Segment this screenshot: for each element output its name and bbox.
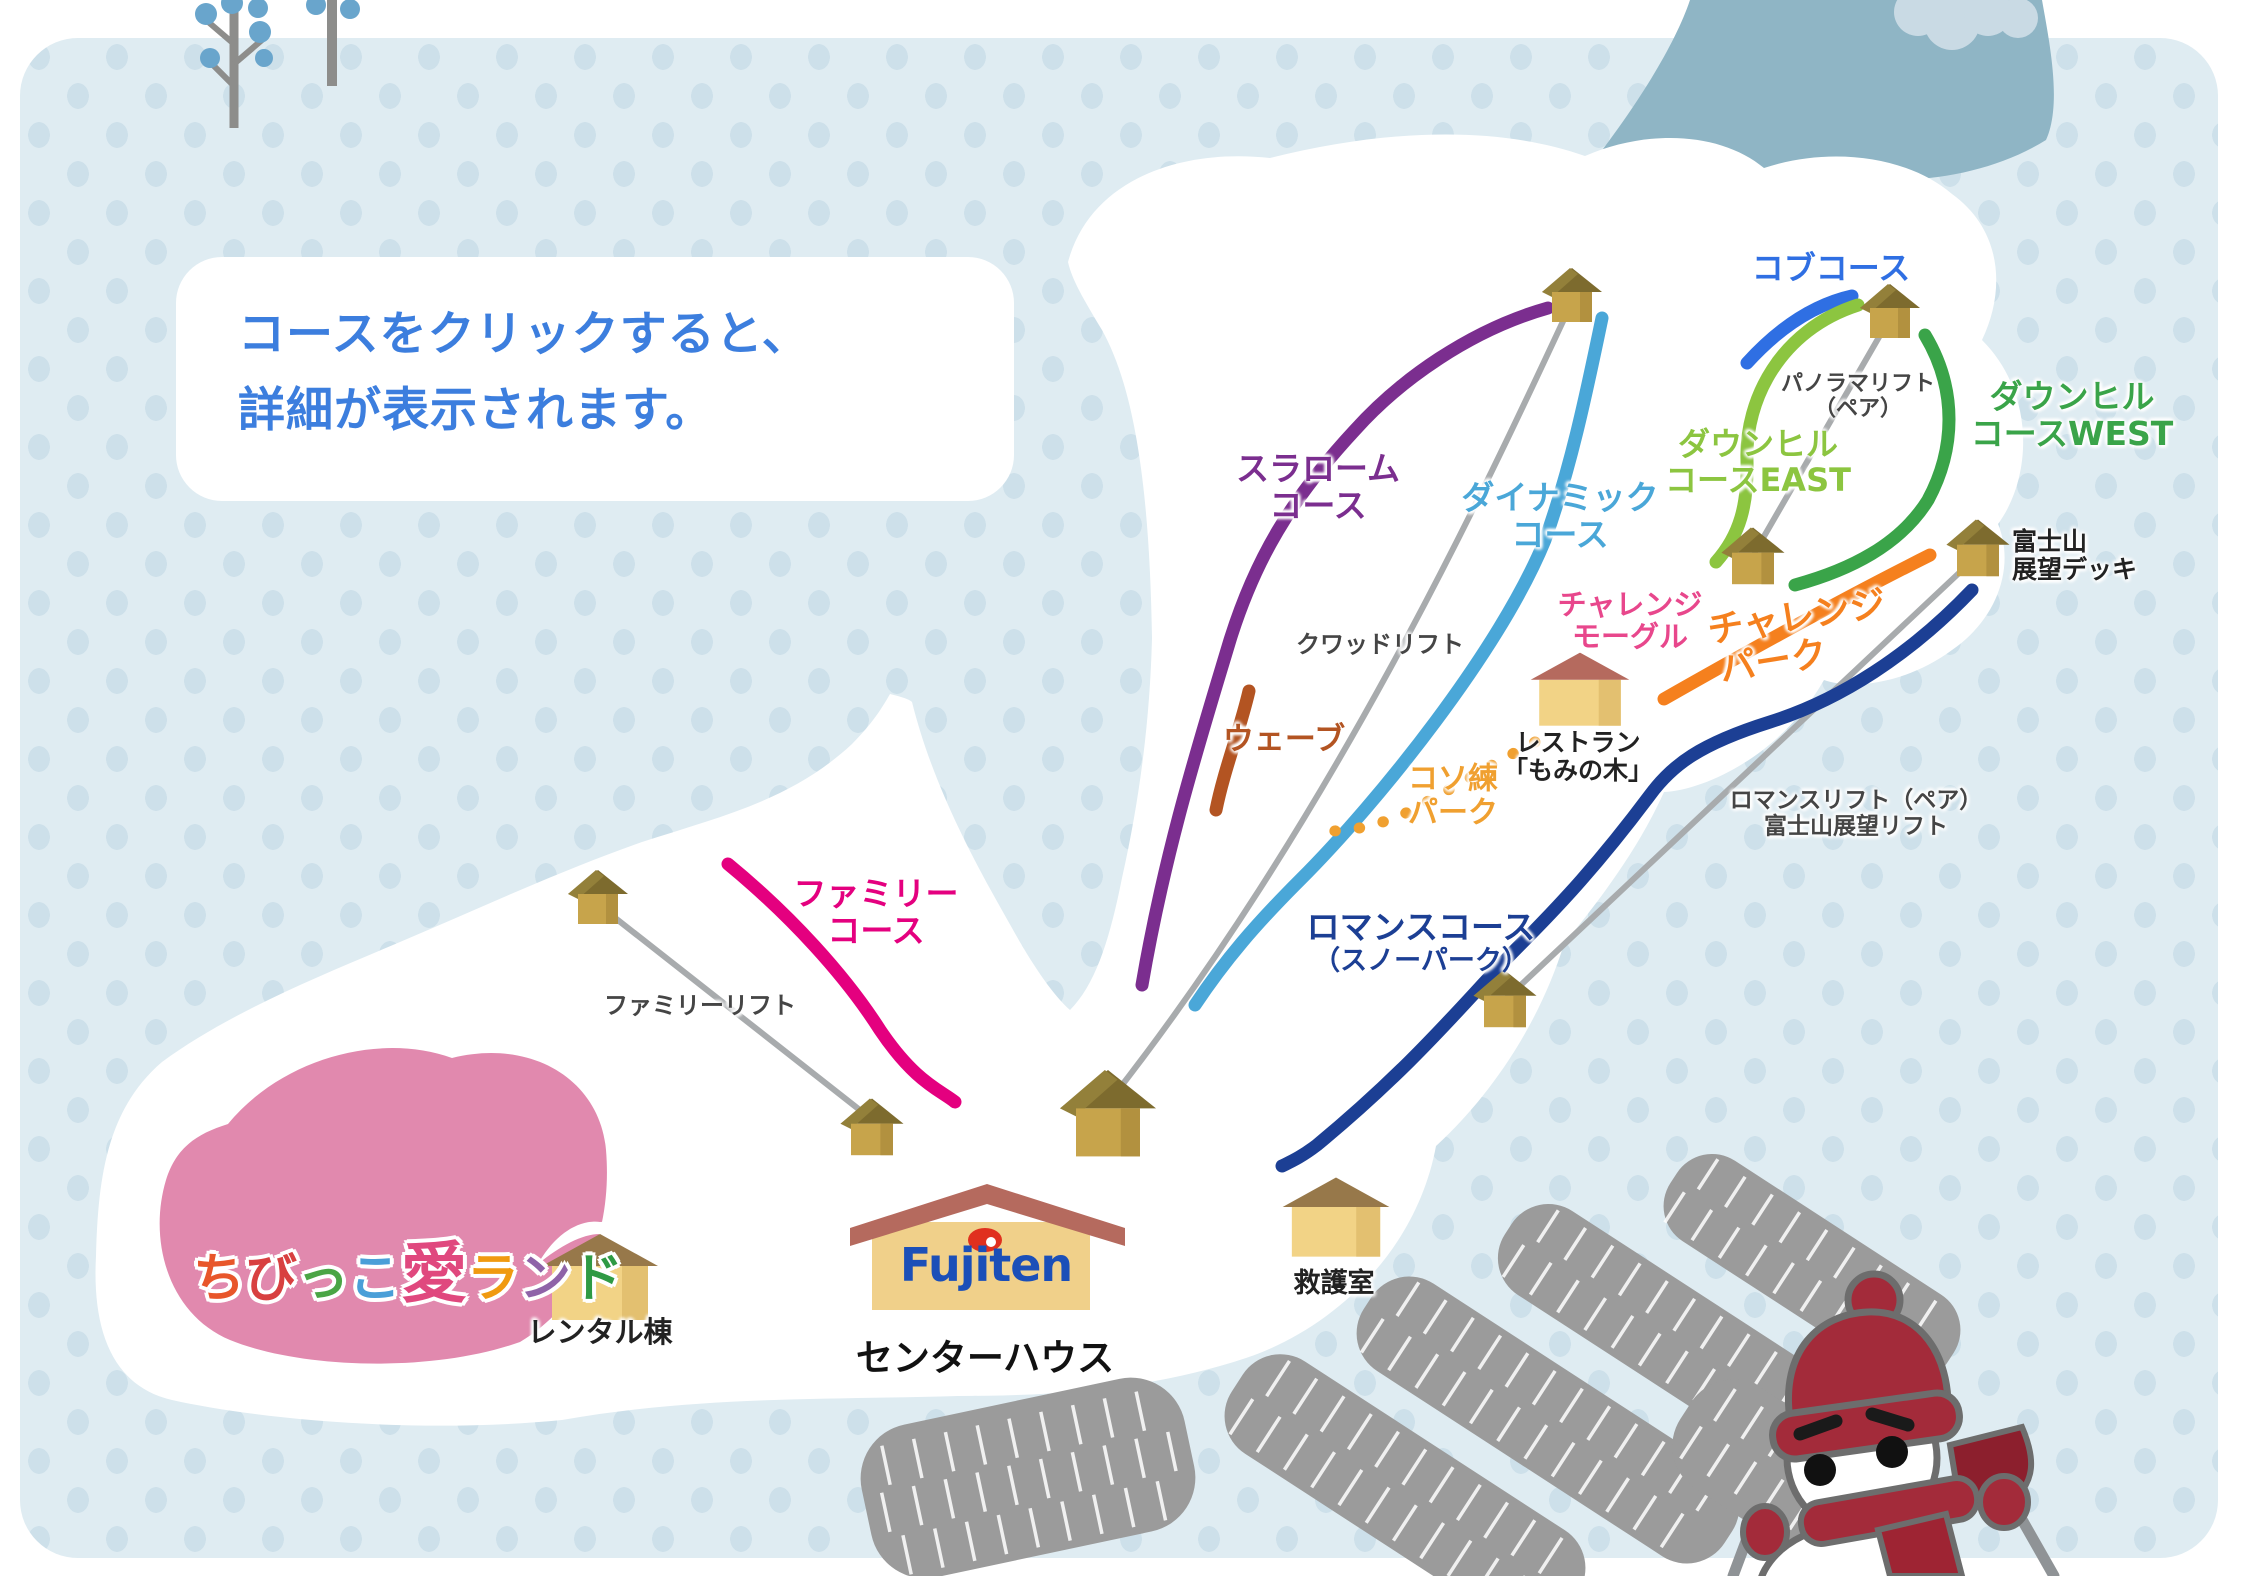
dynamic-course-label[interactable]: ダイナミック コース (1461, 478, 1659, 554)
family-course-line[interactable] (721, 857, 962, 1109)
wave-course-line[interactable] (1209, 684, 1256, 817)
kosoren-park-course-label[interactable]: コソ練 パーク (1408, 761, 1498, 830)
instruction-line1: コースをクリックすると、 (238, 307, 810, 362)
quad-lift-line (1109, 299, 1575, 1101)
family-lift-label: ファミリーリフト (604, 991, 796, 1020)
downhill-east-course-line[interactable] (1709, 298, 1865, 569)
restaurant-label: レストラン 「もみの木」 (1502, 728, 1654, 785)
kids-land-area[interactable] (159, 1048, 607, 1364)
tree-icon (195, 0, 360, 128)
panorama-lift-label: パノラマリフト （ペア） (1780, 371, 1936, 421)
family-course-label[interactable]: ファミリー コース (793, 874, 959, 950)
kobu-course-label[interactable]: コブコース (1751, 249, 1911, 288)
kobu-course-line[interactable] (1740, 289, 1859, 370)
rental-label: レンタル棟 (527, 1314, 673, 1349)
center-house-building (831, 1148, 1145, 1310)
challenge-park-course-label[interactable]: チャレンジ パーク (1704, 583, 1889, 691)
romance-course-line[interactable] (1275, 583, 1979, 1173)
center-house-label: センターハウス (855, 1336, 1115, 1380)
challenge-park-course-line[interactable] (1657, 548, 1937, 706)
mascot-snowman (1727, 1270, 2060, 1576)
family-lift-line (597, 903, 873, 1121)
challenge-mogul-course-label[interactable]: チャレンジ モーグル (1557, 587, 1703, 654)
fujiten-logo: Fujiten (899, 1238, 1073, 1293)
romance-lift-line (1504, 555, 1978, 1001)
wave-course-label[interactable]: ウェーブ (1222, 721, 1346, 758)
fuji-deck-label: 富士山 展望デッキ (2012, 527, 2138, 584)
downhill-west-course-label[interactable]: ダウンヒル コースWEST (1970, 377, 2174, 453)
downhill-east-course-label[interactable]: ダウンヒル コースEAST (1665, 425, 1851, 499)
instruction-bubble: コースをクリックすると、 詳細が表示されます。 (176, 257, 1014, 501)
downhill-west-course-line[interactable] (1788, 328, 1956, 592)
panorama-lift-line (1752, 315, 1893, 555)
slalom-course-label[interactable]: スラローム コース (1235, 449, 1401, 525)
parking-lots (860, 1153, 1961, 1576)
quad-lift-label: クワッドリフト (1296, 630, 1464, 659)
first-aid-label: 救護室 (1293, 1267, 1375, 1299)
dynamic-course-line[interactable] (1188, 311, 1609, 1012)
mount-fuji-icon (1583, 0, 2054, 187)
slalom-course-line[interactable] (1135, 301, 1555, 992)
romance-lift-label: ロマンスリフト（ペア） 富士山展望リフト (1729, 787, 1983, 839)
cloud-icon (1894, 0, 2038, 50)
kids-land-label[interactable]: ちびっこ愛ランド (192, 1235, 624, 1313)
instruction-line2: 詳細が表示されます。 (238, 383, 714, 438)
romance-course-label[interactable]: ロマンスコース （スノーパーク） (1306, 907, 1536, 977)
